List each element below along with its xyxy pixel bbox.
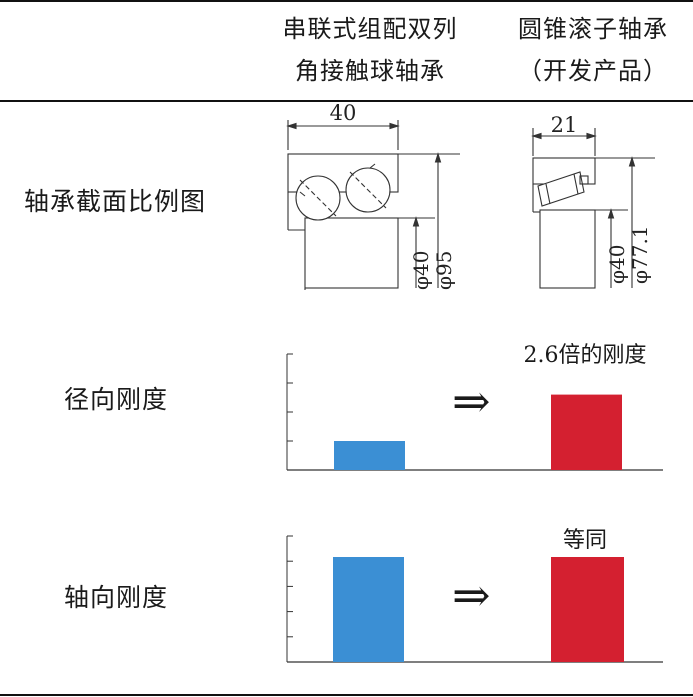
tapered-bearing-section (531, 128, 655, 289)
top-rule (0, 0, 693, 2)
axial-stiffness-chart (286, 535, 663, 663)
column-header-tapered-bearing: 圆锥滚子轴承 （开发产品） (493, 8, 693, 92)
right-bore-dimension: φ40 (605, 245, 629, 284)
bar-ball-bearing (333, 557, 404, 662)
bar-tapered-bearing (551, 394, 622, 470)
ball-bearing-section (286, 120, 460, 290)
column-header-line1: 圆锥滚子轴承 (518, 15, 668, 43)
column-header-line1: 串联式组配双列 (282, 15, 458, 43)
column-header-ball-bearing: 串联式组配双列 角接触球轴承 (250, 8, 490, 92)
column-header-line2: 角接触球轴承 (295, 57, 445, 85)
radial-annotation: 2.6倍的刚度 (523, 343, 647, 368)
radial-arrow: ⇒ (452, 374, 491, 428)
header-rule (0, 100, 693, 102)
axial-arrow: ⇒ (452, 568, 491, 622)
row-label-radial: 径向刚度 (64, 385, 169, 414)
axial-annotation: 等同 (562, 528, 607, 553)
column-header-line2: （开发产品） (518, 57, 668, 85)
left-width-dimension: 40 (330, 101, 357, 125)
left-outer-dimension: φ95 (432, 251, 456, 290)
row-label-axial: 轴向刚度 (64, 583, 169, 612)
right-width-dimension: 21 (551, 113, 578, 137)
bar-tapered-bearing (551, 557, 624, 662)
bearing-section-diagram: 40 φ40 φ95 21 φ40 φ77.1 (286, 101, 655, 290)
bottom-rule (0, 694, 693, 696)
bar-ball-bearing (334, 441, 405, 470)
right-outer-dimension: φ77.1 (628, 225, 652, 284)
radial-stiffness-chart (286, 353, 663, 471)
row-label-section: 轴承截面比例图 (24, 187, 207, 216)
left-bore-dimension: φ40 (409, 251, 433, 290)
